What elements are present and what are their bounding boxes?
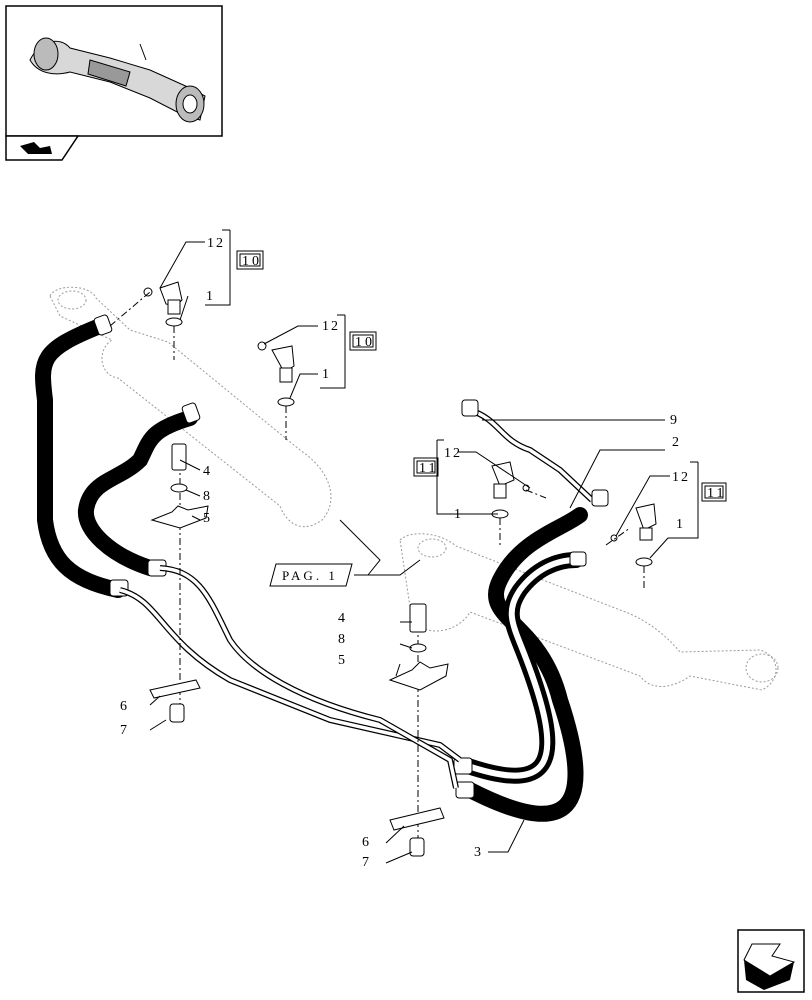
steering-cylinder-ghost xyxy=(49,286,779,691)
callout-5-b: 5 xyxy=(338,653,347,668)
ref-box-10-mid[interactable]: 10 xyxy=(349,331,377,351)
page-ref-label: PAG. 1 xyxy=(282,568,338,583)
fitting-center-lines xyxy=(109,291,645,590)
ref-box-11-left[interactable]: 11 xyxy=(413,457,439,477)
callout-12-c: 12 xyxy=(444,446,462,461)
callout-1-d: 1 xyxy=(676,517,685,532)
callout-4-a: 4 xyxy=(203,464,212,479)
rigid-pipes[interactable] xyxy=(119,399,609,789)
callout-6-b: 6 xyxy=(362,835,371,850)
callout-11-a: 11 xyxy=(419,461,438,476)
callout-9: 9 xyxy=(670,413,679,428)
callout-11-b: 11 xyxy=(707,486,726,501)
callout-leaders xyxy=(149,241,670,864)
callout-7-a: 7 xyxy=(120,723,129,738)
hose-right-inner[interactable] xyxy=(453,551,587,784)
clamp-assembly-left[interactable] xyxy=(149,443,209,723)
callout-4-b: 4 xyxy=(338,611,347,626)
callout-10-a: 10 xyxy=(242,254,262,269)
next-page-arrow-icon[interactable] xyxy=(737,929,805,993)
callout-5-a: 5 xyxy=(203,511,212,526)
page-ref-box[interactable]: PAG. 1 xyxy=(269,563,353,587)
clamp-assembly-right[interactable] xyxy=(388,603,449,857)
callout-1-b: 1 xyxy=(322,367,331,382)
callout-12-a: 12 xyxy=(207,236,225,251)
callout-12-b: 12 xyxy=(322,319,340,334)
elbow-fitting-top-left[interactable] xyxy=(143,281,183,327)
callout-7-b: 7 xyxy=(362,855,371,870)
elbow-fitting-top-mid[interactable] xyxy=(257,341,295,407)
callout-2: 2 xyxy=(672,435,681,450)
callout-3: 3 xyxy=(474,845,483,860)
callout-1-c: 1 xyxy=(454,507,463,522)
section-tag-icon[interactable] xyxy=(5,135,80,161)
ref-box-10-top[interactable]: 10 xyxy=(236,250,264,270)
callout-8-b: 8 xyxy=(338,632,347,647)
hose-right-outer[interactable] xyxy=(455,507,588,822)
axle-thumbnail-icon[interactable] xyxy=(5,5,223,137)
callout-6-a: 6 xyxy=(120,699,129,714)
callout-12-d: 12 xyxy=(672,470,690,485)
hose-left-inner[interactable] xyxy=(77,402,201,577)
bracket-leaders xyxy=(205,229,699,539)
callout-8-a: 8 xyxy=(203,489,212,504)
callout-1-a: 1 xyxy=(206,289,215,304)
elbow-fitting-right-a[interactable] xyxy=(491,461,530,519)
ref-box-11-right[interactable]: 11 xyxy=(701,482,727,502)
elbow-fitting-right-b[interactable] xyxy=(610,503,657,567)
callout-10-b: 10 xyxy=(355,335,375,350)
